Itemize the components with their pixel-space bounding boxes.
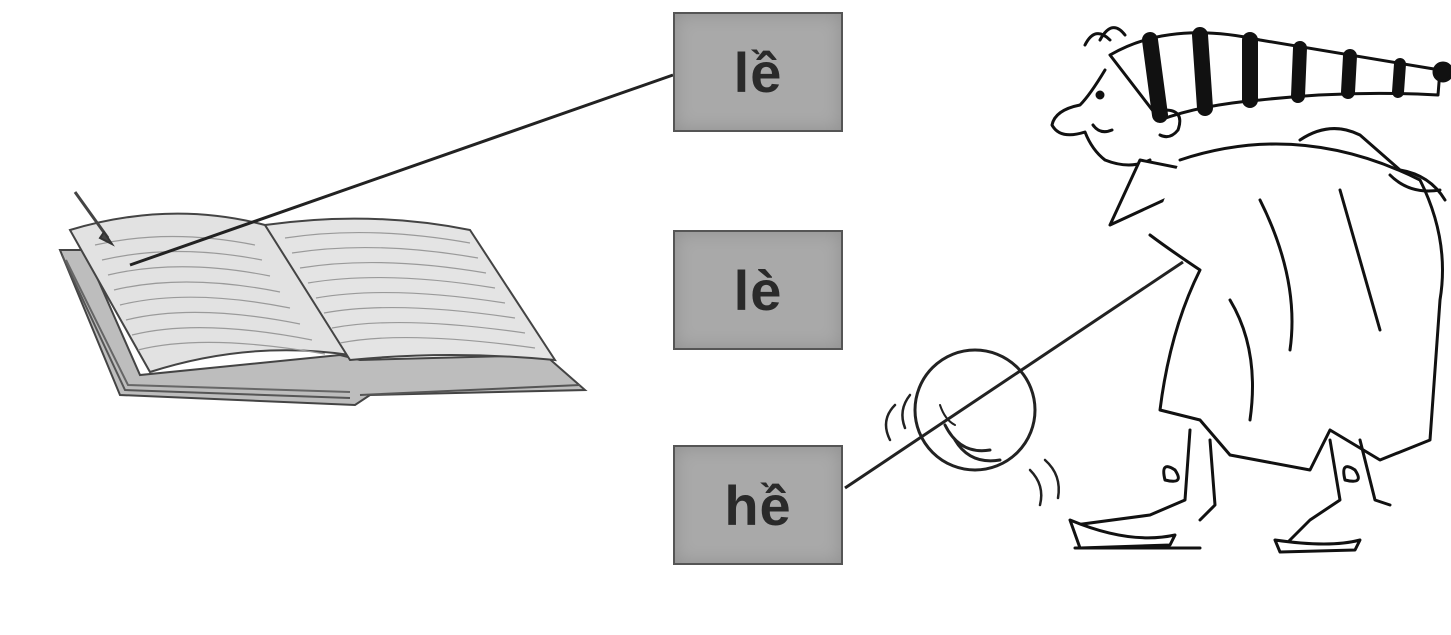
match-line-book-to-le	[129, 73, 674, 267]
word-card-3[interactable]: hề	[673, 445, 843, 565]
match-line-clown-to-he	[844, 260, 1184, 490]
ball-illustration	[884, 348, 1060, 507]
word-card-label: lè	[733, 258, 783, 322]
open-book-illustration	[58, 191, 588, 407]
word-card-label: lề	[733, 40, 783, 104]
word-card-2[interactable]: lè	[673, 230, 843, 350]
word-card-1[interactable]: lề	[673, 12, 843, 132]
word-card-label: hề	[724, 473, 792, 537]
clown-illustration	[1050, 26, 1451, 554]
